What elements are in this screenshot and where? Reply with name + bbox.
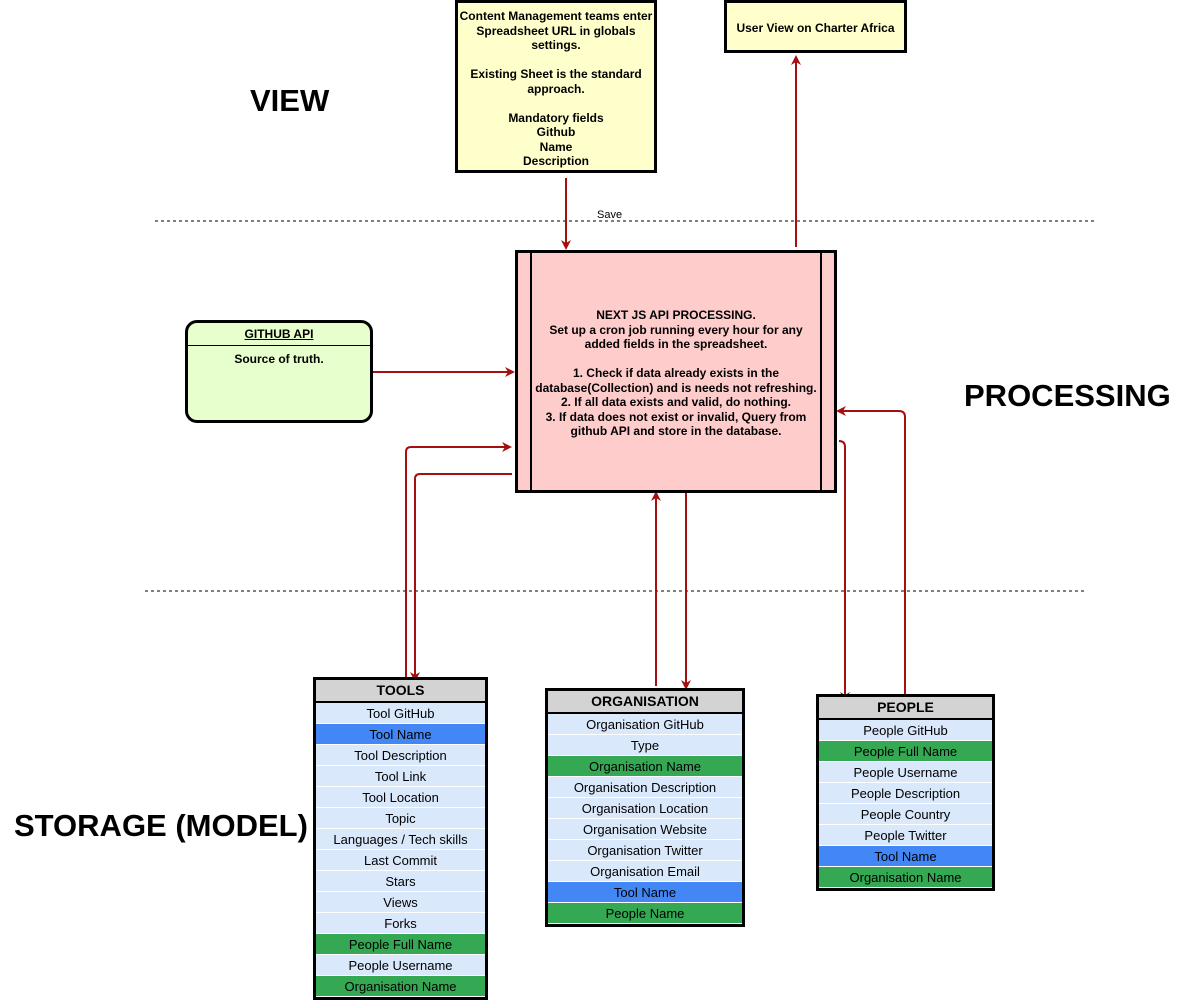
table-header: PEOPLE [819, 697, 992, 720]
table-row: Type [548, 735, 742, 756]
table-row: Organisation GitHub [548, 714, 742, 735]
text-line: Name [539, 139, 573, 154]
user-view-box: User View on Charter Africa [724, 0, 907, 53]
table-row: Forks [316, 913, 485, 934]
processing-description: NEXT JS API PROCESSING.Set up a cron job… [532, 308, 820, 439]
table-row: Organisation Name [819, 867, 992, 888]
table-row: Views [316, 892, 485, 913]
text-line: database(Collection) and is needs not re… [535, 380, 817, 395]
text-line: Mandatory fields [508, 110, 604, 125]
arrow-people-to-processing [836, 406, 906, 697]
table-row: People Full Name [316, 934, 485, 955]
github-api-box: GITHUB API Source of truth. [185, 320, 373, 423]
text-line: NEXT JS API PROCESSING. [596, 308, 756, 322]
text-line [532, 352, 820, 367]
text-line: 1. Check if data already exists in the [572, 366, 780, 380]
table-row: People Country [819, 804, 992, 825]
text-line: added fields in the spreadsheet. [584, 337, 768, 351]
arrow-processing-to-tools [410, 473, 512, 682]
table-row: People Full Name [819, 741, 992, 762]
user-view-label: User View on Charter Africa [736, 21, 895, 35]
text-line: 3. If data does not exist or invalid, Qu… [545, 409, 807, 424]
text-line: settings. [531, 38, 581, 52]
text-line: 2. If all data exists and valid, do noth… [560, 395, 792, 409]
text-line [458, 96, 654, 111]
table-row: Organisation Email [548, 861, 742, 882]
table-row: People Twitter [819, 825, 992, 846]
table-row: Tool Link [316, 766, 485, 787]
arrow-tools-to-processing [405, 442, 512, 680]
table-row: Tool Name [819, 846, 992, 867]
section-label-storage: STORAGE (MODEL) [14, 808, 308, 843]
table-row: People Name [548, 903, 742, 924]
text-line: Content Management teams enter [459, 9, 653, 23]
text-line: Set up a cron job running every hour for… [549, 322, 803, 337]
table-row: Tool Name [548, 882, 742, 903]
table-header: ORGANISATION [548, 691, 742, 714]
table-row: Organisation Description [548, 777, 742, 798]
table-row: Tool Name [316, 724, 485, 745]
table-row: Languages / Tech skills [316, 829, 485, 850]
text-line: github API and store in the database. [570, 424, 782, 438]
section-label-view: VIEW [250, 83, 330, 118]
table-row: People Username [316, 955, 485, 976]
table-row: Organisation Website [548, 819, 742, 840]
table-row: Stars [316, 871, 485, 892]
section-label-processing: PROCESSING [964, 378, 1171, 413]
table-row: Organisation Location [548, 798, 742, 819]
table-row: Tool Location [316, 787, 485, 808]
table-row: Organisation Name [316, 976, 485, 997]
text-line: approach. [527, 81, 585, 96]
text-line: Existing Sheet is the standard [470, 67, 642, 81]
table-row: People Description [819, 783, 992, 804]
table-row: People GitHub [819, 720, 992, 741]
text-line: Github [536, 125, 576, 139]
text-line [458, 53, 654, 68]
table-row: Organisation Twitter [548, 840, 742, 861]
table-row: Tool Description [316, 745, 485, 766]
table-row: Organisation Name [548, 756, 742, 777]
table-row: Tool GitHub [316, 703, 485, 724]
text-line: Spreadsheet URL in globals [476, 23, 636, 38]
save-label: Save [597, 209, 623, 221]
processing-box: NEXT JS API PROCESSING.Set up a cron job… [515, 250, 837, 493]
table-row: People Username [819, 762, 992, 783]
processing-box-inner: NEXT JS API PROCESSING.Set up a cron job… [530, 253, 822, 490]
github-api-body: Source of truth. [234, 352, 324, 366]
text-line: Description [522, 154, 589, 168]
table-row: Topic [316, 808, 485, 829]
github-api-title: GITHUB API [188, 323, 370, 346]
table-row: Last Commit [316, 850, 485, 871]
arrow-processing-to-people [838, 440, 850, 702]
table-header: TOOLS [316, 680, 485, 703]
